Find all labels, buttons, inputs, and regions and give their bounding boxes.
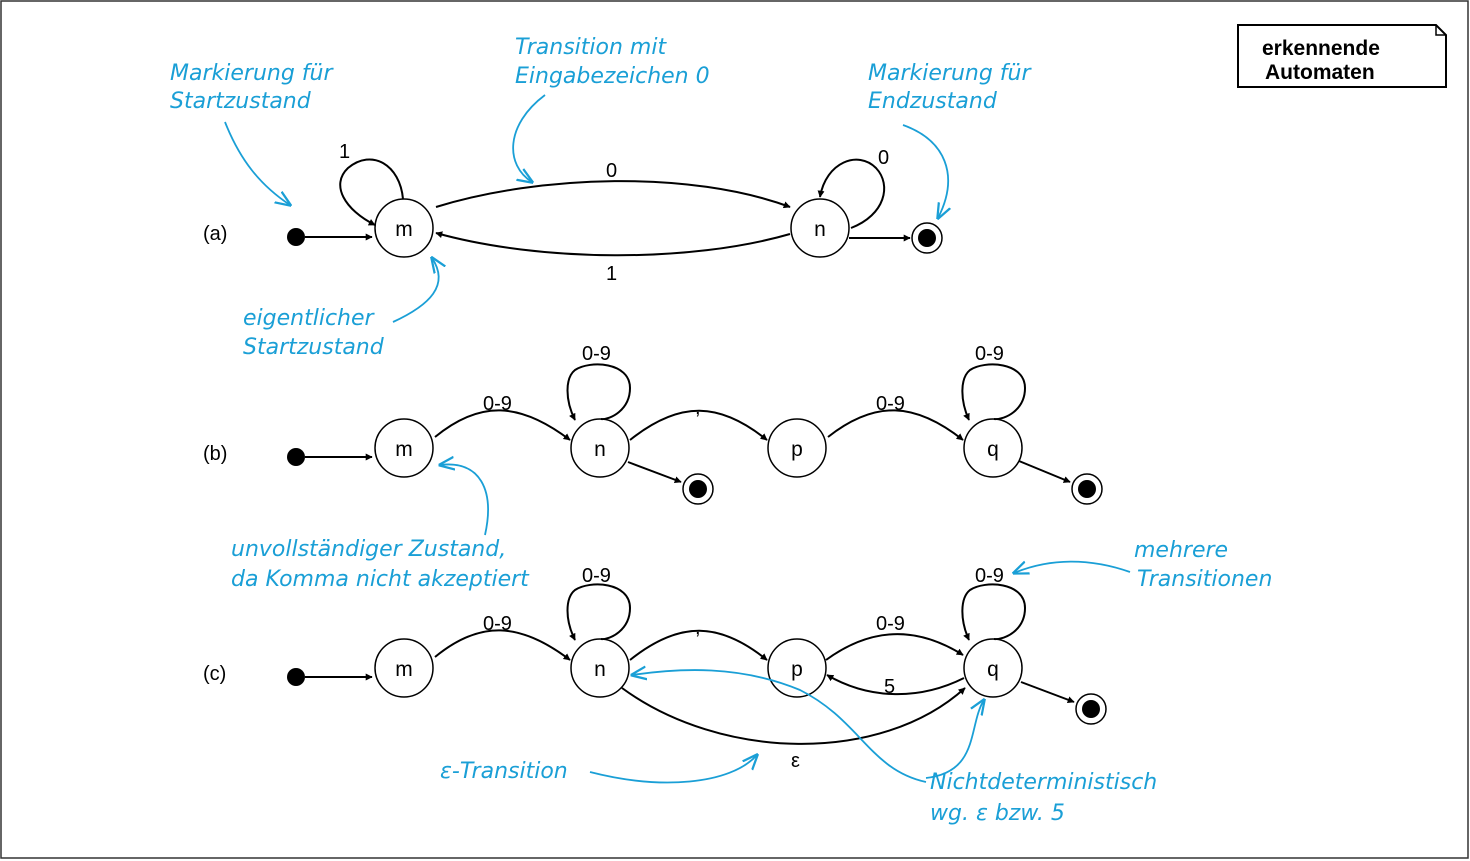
state-b-q-label: q: [987, 438, 999, 461]
edge-c-q-to-p-label: 5: [884, 676, 895, 698]
state-c-p-label: p: [791, 658, 803, 681]
automaton-b: (b) m n p q 0-9 0-9 , 0-9 0-9: [203, 343, 1103, 505]
row-label-c: (c): [203, 663, 226, 685]
pointer-start-marker: [224, 121, 290, 205]
note-nondet-1: Nichtdeterministisch: [930, 770, 1157, 795]
annotations: Markierung für Startzustand Transition m…: [170, 35, 1272, 826]
final-edge-b2: [1018, 460, 1071, 483]
edge-c-m-to-n: [434, 629, 571, 661]
edge-b-q-self-label: 0-9: [975, 343, 1004, 365]
state-b-n: [570, 418, 630, 478]
note-start-marker-2: Startzustand: [170, 89, 312, 114]
note-multiple-2: Transitionen: [1137, 567, 1272, 592]
final-edge-b1: [627, 461, 682, 484]
final-marker-b2-dot: [1078, 480, 1096, 498]
state-c-p: [767, 638, 827, 698]
edge-a-n-to-m-label: 1: [606, 263, 617, 285]
title-badge: erkennende Automaten: [1237, 24, 1447, 88]
note-multiple-1: mehrere: [1134, 538, 1228, 563]
pointer-epsilon: [589, 755, 757, 784]
edge-c-n-self: [566, 583, 632, 641]
edge-b-p-to-q: [827, 409, 964, 441]
state-a-m: [374, 198, 434, 258]
edge-c-q-self: [961, 583, 1027, 641]
pointer-end-marker: [902, 124, 948, 218]
final-marker-b1-dot: [689, 480, 707, 498]
pointer-transition: [512, 94, 546, 182]
start-marker-a: [287, 228, 305, 246]
pointer-nondet-q: [925, 700, 984, 779]
edge-b-q-self: [961, 363, 1027, 421]
state-c-q-label: q: [987, 658, 999, 681]
edge-b-m-to-n-label: 0-9: [483, 393, 512, 415]
state-a-n-label: n: [814, 218, 826, 241]
note-transition-1: Transition mit: [515, 35, 667, 60]
final-edge-c: [1020, 681, 1075, 704]
edge-b-p-to-q-label: 0-9: [876, 393, 905, 415]
state-b-n-label: n: [594, 438, 606, 461]
edge-a-m-to-n-label: 0: [606, 160, 617, 182]
note-end-marker-2: Endzustand: [868, 89, 998, 114]
edge-c-n-to-p-label: ,: [695, 617, 701, 639]
state-b-p-label: p: [791, 438, 803, 461]
final-marker-c-dot: [1082, 700, 1100, 718]
pointer-actual-start: [392, 258, 439, 323]
note-start-marker-1: Markierung für: [170, 61, 334, 86]
note-nondet-2: wg. ε bzw. 5: [930, 801, 1065, 826]
state-c-m: [374, 638, 434, 698]
pointer-multiple: [1014, 560, 1131, 573]
note-epsilon: ε-Transition: [440, 759, 568, 784]
edge-b-n-self-label: 0-9: [582, 343, 611, 365]
final-marker-a-dot: [918, 229, 936, 247]
state-c-n-label: n: [594, 658, 606, 681]
edge-a-m-to-n: [435, 180, 791, 209]
edge-c-q-to-p: [826, 674, 965, 696]
edge-a-n-self-label: 0: [878, 147, 889, 169]
start-marker-c: [287, 668, 305, 686]
state-c-n: [570, 638, 630, 698]
edge-a-m-self: [339, 158, 404, 226]
state-c-q: [963, 638, 1023, 698]
automaton-c: (c) m n p q 0-9 0-9 , 0-9 5 0-9 ε: [203, 565, 1107, 772]
edge-c-n-self-label: 0-9: [582, 565, 611, 587]
row-label-a: (a): [203, 223, 227, 245]
badge-line-2: Automaten: [1265, 61, 1375, 84]
pointer-incomplete: [440, 464, 489, 536]
edge-b-n-to-p-label: ,: [695, 397, 701, 419]
state-b-q: [963, 418, 1023, 478]
edge-c-n-to-p: [629, 629, 768, 661]
row-label-b: (b): [203, 443, 227, 465]
edge-c-q-self-label: 0-9: [975, 565, 1004, 587]
state-b-p: [767, 418, 827, 478]
state-b-m: [374, 418, 434, 478]
edge-c-p-to-q: [825, 633, 964, 661]
edge-a-m-self-label: 1: [339, 141, 350, 163]
note-incomplete-1: unvollständiger Zustand,: [231, 537, 506, 562]
badge-line-1: erkennende: [1262, 37, 1380, 60]
edge-c-n-to-q: [621, 687, 966, 745]
edge-b-m-to-n: [434, 409, 571, 441]
note-actual-start-2: Startzustand: [243, 335, 385, 360]
edge-c-m-to-n-label: 0-9: [483, 613, 512, 635]
note-end-marker-1: Markierung für: [868, 61, 1032, 86]
pointer-nondet-n: [632, 670, 927, 783]
start-marker-b: [287, 448, 305, 466]
state-a-m-label: m: [395, 218, 413, 241]
edge-c-n-to-q-label: ε: [791, 750, 800, 772]
note-transition-2: Eingabezeichen 0: [515, 64, 710, 89]
note-incomplete-2: da Komma nicht akzeptiert: [231, 567, 530, 592]
automaton-a: (a) m n 1 0 0 1: [203, 141, 943, 285]
note-actual-start-1: eigentlicher: [243, 306, 376, 331]
edge-c-p-to-q-label: 0-9: [876, 613, 905, 635]
edge-a-n-to-m: [435, 231, 791, 257]
state-a-n: [790, 198, 850, 258]
edge-a-n-self: [817, 158, 886, 229]
edge-b-n-to-p: [629, 409, 768, 441]
state-b-m-label: m: [395, 438, 413, 461]
edge-b-n-self: [566, 363, 632, 421]
state-c-m-label: m: [395, 658, 413, 681]
